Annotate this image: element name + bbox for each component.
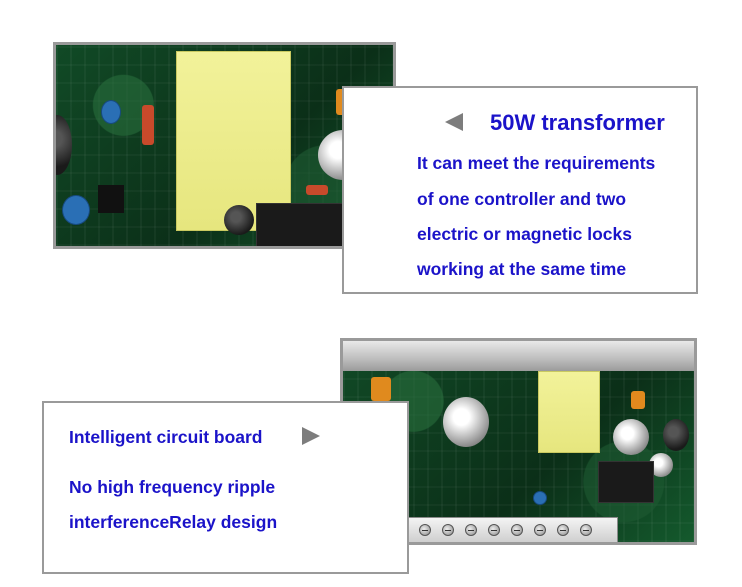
relay <box>256 203 346 246</box>
inductor <box>371 377 391 401</box>
callout-title: 50W transformer <box>490 110 665 135</box>
callout-text-line: working at the same time <box>417 259 627 279</box>
callout-text-line: interferenceRelay design <box>69 512 278 532</box>
terminal-screw <box>442 524 454 536</box>
callout-text-line: It can meet the requirements <box>417 153 656 173</box>
terminal-screw <box>557 524 569 536</box>
capacitor-dark <box>224 205 254 235</box>
terminal-screw <box>511 524 523 536</box>
terminal-screw <box>534 524 546 536</box>
callout-text-line: of one controller and two <box>417 189 627 209</box>
transformer <box>538 371 600 453</box>
terminal-screw <box>465 524 477 536</box>
power-board-photo-top <box>53 42 396 249</box>
capacitor-blue <box>533 491 547 505</box>
arrow-left-icon <box>445 113 463 131</box>
ic-chip <box>98 185 124 213</box>
terminal-block <box>368 517 618 542</box>
callout-text-line: electric or magnetic locks <box>417 224 632 244</box>
metal-bracket <box>343 341 694 371</box>
terminal-screw <box>488 524 500 536</box>
capacitor-dark <box>663 419 689 451</box>
capacitor-blue <box>101 100 121 124</box>
terminal-screw <box>419 524 431 536</box>
resistor <box>142 105 154 145</box>
capacitor-silver <box>443 397 489 447</box>
callout-text-line: No high frequency ripple <box>69 477 276 497</box>
transformer-callout: 50W transformer It can meet the requirem… <box>342 86 698 294</box>
potentiometer <box>631 391 645 409</box>
arrow-right-icon <box>302 427 320 445</box>
resistor <box>306 185 328 195</box>
capacitor-dark <box>56 115 72 175</box>
capacitor-silver <box>613 419 649 455</box>
capacitor-blue <box>62 195 90 225</box>
terminal-screw <box>580 524 592 536</box>
callout-title: Intelligent circuit board <box>69 427 263 447</box>
circuit-board-callout: Intelligent circuit board No high freque… <box>42 401 409 574</box>
relay <box>598 461 654 503</box>
